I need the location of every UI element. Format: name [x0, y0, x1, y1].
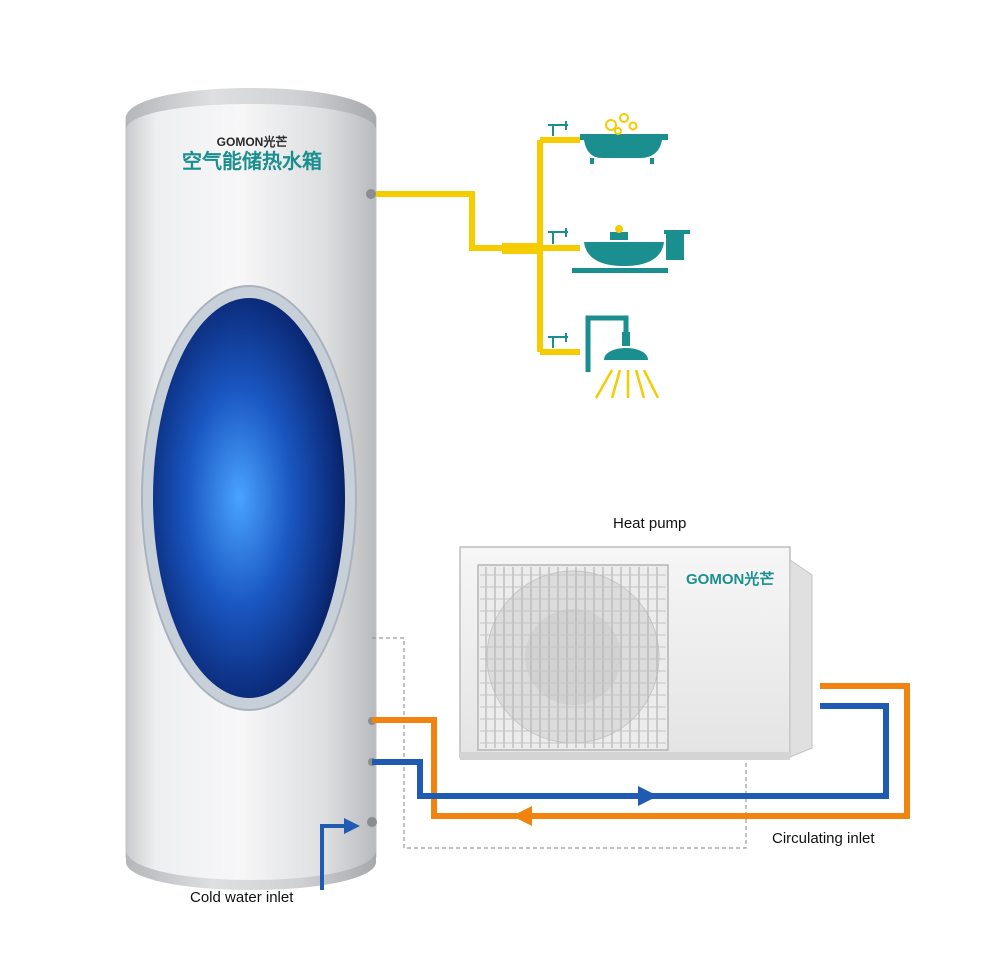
orange-circulating-pipe — [372, 683, 910, 819]
tank-window — [153, 298, 345, 698]
heat-pump-brand: GOMON光芒 — [686, 570, 774, 588]
washbasin-icon — [572, 225, 690, 273]
shower-icon — [585, 315, 660, 399]
tank-brand: GOMON光芒 — [217, 134, 288, 149]
bathtub-icon — [580, 113, 668, 164]
cold-inlet-fitting — [367, 817, 377, 827]
dashed-frame — [372, 637, 747, 849]
tank-bottom-cap — [126, 850, 376, 890]
heat-pump-label: Heat pump — [613, 515, 686, 532]
hot-outlet-fitting — [366, 189, 376, 199]
cold-water-arrow — [344, 818, 360, 834]
tank-product-name: 空气能储热水箱 — [182, 149, 322, 173]
cold-water-inlet-label: Cold water inlet — [190, 889, 294, 906]
cold-water-pipe — [320, 824, 346, 890]
circulating-inlet-label: Circulating inlet — [772, 830, 875, 847]
hot-water-pipes — [376, 137, 580, 355]
tank-top-cap — [126, 88, 376, 130]
heat-pump-unit: GOMON光芒 — [459, 546, 813, 760]
blue-flow-arrow — [638, 786, 658, 806]
orange-flow-arrow — [512, 806, 532, 826]
valves — [548, 121, 568, 348]
fan-grille-icon — [480, 567, 666, 748]
water-tank: GOMON光芒 空气能储热水箱 — [125, 88, 377, 890]
